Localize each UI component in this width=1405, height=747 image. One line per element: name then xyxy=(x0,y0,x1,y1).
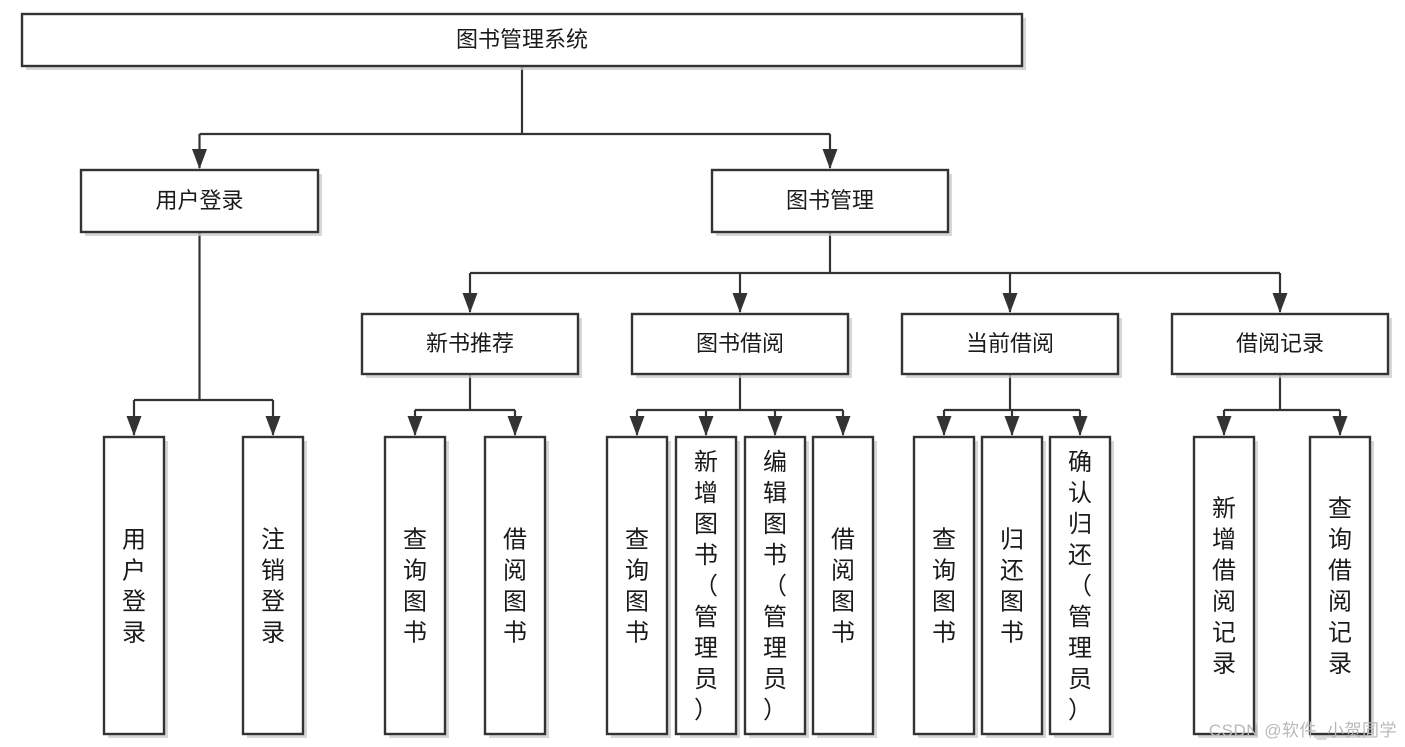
arrow-head-icon xyxy=(629,416,645,436)
node-leaf-borrow-book-2[interactable]: 借阅图书 xyxy=(811,435,877,738)
arrow-head-icon xyxy=(936,416,952,436)
node-box[interactable] xyxy=(743,435,807,736)
node-label: 借阅图书 xyxy=(503,527,527,647)
node-box[interactable] xyxy=(710,168,950,234)
node-label: 借阅图书 xyxy=(831,527,855,647)
node-current-borrow[interactable]: 当前借阅 xyxy=(900,312,1122,378)
arrow-head-icon xyxy=(1004,416,1020,436)
node-label: 编辑图书（管理员） xyxy=(763,449,787,724)
node-box[interactable] xyxy=(383,435,447,736)
node-box[interactable] xyxy=(483,435,547,736)
arrow-head-icon xyxy=(822,149,838,169)
arrow-head-icon xyxy=(126,416,142,436)
node-box[interactable] xyxy=(605,435,669,736)
node-label: 用户登录 xyxy=(122,527,146,647)
node-leaf-borrow-book-1[interactable]: 借阅图书 xyxy=(483,435,549,738)
csdn-watermark: CSDN @软件_小贺同学 xyxy=(1208,721,1397,740)
arrow-head-icon xyxy=(1216,416,1232,436)
node-label: 查询图书 xyxy=(625,527,649,647)
node-label: 注销登录 xyxy=(261,527,285,647)
node-label: 用户登录 xyxy=(155,188,243,213)
arrow-head-icon xyxy=(1072,416,1088,436)
node-label: 当前借阅 xyxy=(966,331,1054,356)
node-label: 图书管理系统 xyxy=(456,27,588,52)
arrow-head-icon xyxy=(835,416,851,436)
arrow-head-icon xyxy=(407,416,423,436)
node-label: 新增图书（管理员） xyxy=(694,449,718,724)
node-root[interactable]: 图书管理系统 xyxy=(20,12,1026,70)
arrow-head-icon xyxy=(1272,293,1288,313)
node-leaf-add-book[interactable]: 新增图书（管理员） xyxy=(674,435,740,738)
node-box[interactable] xyxy=(79,168,320,234)
node-box[interactable] xyxy=(20,12,1024,68)
node-box[interactable] xyxy=(360,312,580,376)
arrow-head-icon xyxy=(732,293,748,313)
node-box[interactable] xyxy=(1308,435,1372,736)
node-label: 借阅记录 xyxy=(1236,331,1324,356)
node-leaf-return-book[interactable]: 归还图书 xyxy=(980,435,1046,738)
node-label: 查询借阅记录 xyxy=(1328,496,1352,678)
node-box[interactable] xyxy=(900,312,1120,376)
arrow-head-icon xyxy=(265,416,281,436)
node-leaf-query-book-1[interactable]: 查询图书 xyxy=(383,435,449,738)
node-box[interactable] xyxy=(912,435,976,736)
node-label: 归还图书 xyxy=(1000,527,1024,647)
node-leaf-edit-book[interactable]: 编辑图书（管理员） xyxy=(743,435,809,738)
node-box[interactable] xyxy=(1170,312,1390,376)
arrow-head-icon xyxy=(1332,416,1348,436)
node-book-borrow[interactable]: 图书借阅 xyxy=(630,312,852,378)
node-leaf-user-login[interactable]: 用户登录 xyxy=(102,435,168,738)
connectors-layer xyxy=(126,66,1348,436)
node-box[interactable] xyxy=(1048,435,1112,736)
node-box[interactable] xyxy=(102,435,166,736)
nodes-layer: 图书管理系统用户登录图书管理新书推荐图书借阅当前借阅借阅记录用户登录注销登录查询… xyxy=(20,12,1392,738)
node-label: 图书管理 xyxy=(786,188,874,213)
node-label: 图书借阅 xyxy=(696,331,784,356)
node-box[interactable] xyxy=(674,435,738,736)
node-box[interactable] xyxy=(811,435,875,736)
node-label: 新增借阅记录 xyxy=(1212,496,1236,678)
arrow-head-icon xyxy=(1002,293,1018,313)
node-box[interactable] xyxy=(1192,435,1256,736)
node-label: 查询图书 xyxy=(932,527,956,647)
node-label: 查询图书 xyxy=(403,527,427,647)
node-leaf-confirm-return[interactable]: 确认归还（管理员） xyxy=(1048,435,1114,738)
node-book-manage[interactable]: 图书管理 xyxy=(710,168,952,236)
node-leaf-add-record[interactable]: 新增借阅记录 xyxy=(1192,435,1258,738)
arrow-head-icon xyxy=(462,293,478,313)
node-leaf-query-book-2[interactable]: 查询图书 xyxy=(605,435,671,738)
arrow-head-icon xyxy=(507,416,523,436)
node-box[interactable] xyxy=(241,435,305,736)
node-leaf-query-book-3[interactable]: 查询图书 xyxy=(912,435,978,738)
arrow-head-icon xyxy=(698,416,714,436)
node-box[interactable] xyxy=(980,435,1044,736)
node-box[interactable] xyxy=(630,312,850,376)
arrow-head-icon xyxy=(767,416,783,436)
node-leaf-user-logout[interactable]: 注销登录 xyxy=(241,435,307,738)
arrow-head-icon xyxy=(192,149,207,169)
node-label: 新书推荐 xyxy=(426,331,514,356)
node-label: 确认归还（管理员） xyxy=(1068,449,1092,724)
node-leaf-query-record[interactable]: 查询借阅记录 xyxy=(1308,435,1374,738)
node-borrow-record[interactable]: 借阅记录 xyxy=(1170,312,1392,378)
node-user-login[interactable]: 用户登录 xyxy=(79,168,322,236)
node-new-book-recommend[interactable]: 新书推荐 xyxy=(360,312,582,378)
